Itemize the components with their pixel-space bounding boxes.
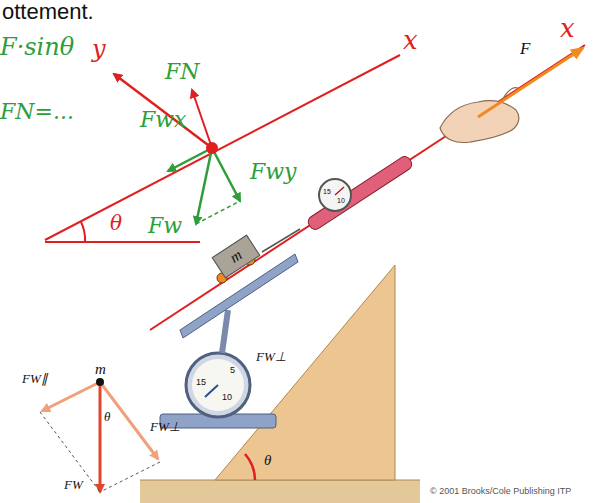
angle-label: θ xyxy=(264,452,271,469)
mass-label: m xyxy=(227,246,245,266)
dial-number: 15 xyxy=(196,378,206,388)
dial-number: 10 xyxy=(337,197,345,205)
axis-label: x xyxy=(560,14,575,43)
angle-label: θ xyxy=(104,410,110,424)
force-label: FW∥ xyxy=(22,372,48,386)
force-label: Fwy xyxy=(250,160,297,184)
handwritten-note: FN=... xyxy=(0,100,74,124)
force-label: FW⊥ xyxy=(150,420,180,434)
axis-label: x xyxy=(403,26,418,55)
dial-number: 5 xyxy=(230,366,235,376)
force-label: FN xyxy=(165,60,200,84)
handwritten-note: F·sinθ xyxy=(0,34,74,60)
note-text: ottement. xyxy=(2,0,94,24)
force-label: FW⊥ xyxy=(256,350,286,364)
dial-number: 15 xyxy=(323,188,331,196)
mass-label: m xyxy=(95,361,106,378)
mass-block: m xyxy=(212,234,261,278)
axis-label: y xyxy=(92,36,106,62)
angle-label: θ xyxy=(110,212,122,234)
copyright-note: © 2001 Brooks/Cole Publishing ITP xyxy=(430,487,571,497)
force-label: Fw xyxy=(148,214,182,238)
force-label: FW xyxy=(64,478,83,492)
dial-number: 10 xyxy=(222,393,232,403)
force-label: F xyxy=(520,40,530,59)
force-label: Fwx xyxy=(140,108,187,132)
